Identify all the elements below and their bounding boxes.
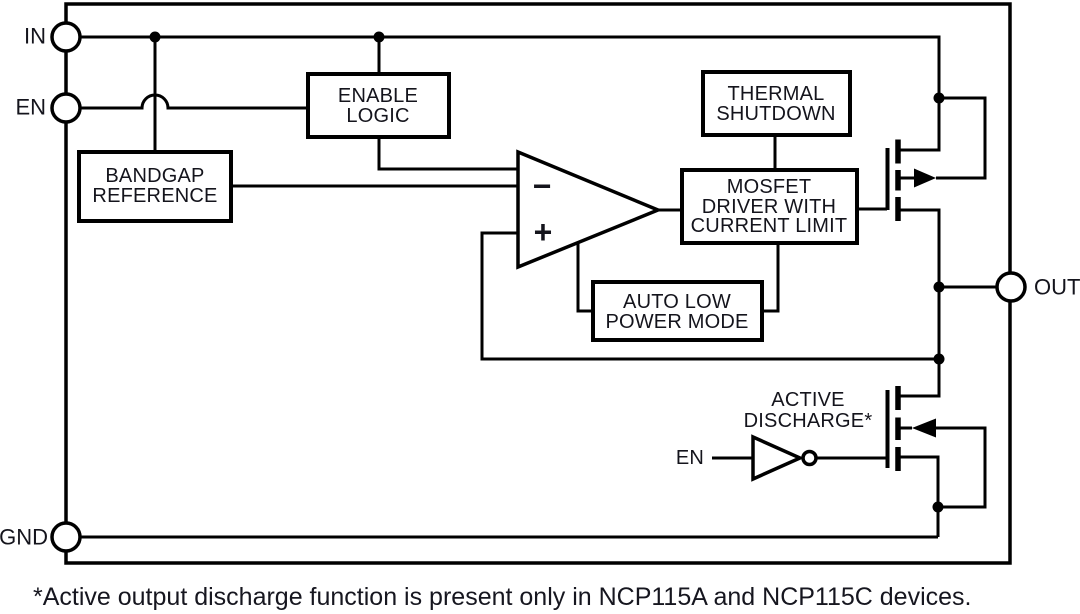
auto-low-power-label-1: AUTO LOW	[623, 291, 731, 313]
en-inverter-bubble	[801, 449, 818, 467]
junction-dot	[933, 353, 945, 365]
thermal-label-2: SHUTDOWN	[716, 103, 835, 125]
wire-out-node	[898, 208, 941, 398]
en-inverter-triangle	[751, 434, 805, 482]
footnote-text: *Active output discharge function is pre…	[33, 583, 972, 611]
discharge-en-label: EN	[676, 447, 704, 469]
junction-dots	[149, 31, 945, 513]
pin-gnd-circle	[50, 521, 82, 553]
bandgap-label-2: REFERENCE	[92, 185, 217, 207]
block-mosfet-driver: MOSFET DRIVER WITH CURRENT LIMIT	[680, 168, 859, 245]
thermal-shutdown-box	[701, 70, 852, 137]
block-thermal-shutdown: THERMAL SHUTDOWN	[701, 70, 852, 137]
pin-gnd-label: GND	[0, 525, 48, 550]
block-enable-logic: ENABLE LOGIC	[306, 72, 451, 139]
auto-low-power-box	[591, 280, 764, 342]
block-bandgap-reference: BANDGAP REFERENCE	[77, 150, 233, 223]
pass-mosfet-body-arrow	[914, 168, 936, 188]
pin-en-label: EN	[15, 95, 46, 120]
junction-dot	[933, 92, 945, 104]
mosfet-driver-label-2: DRIVER WITH	[702, 196, 836, 218]
wire-alpm-to-amp	[576, 242, 593, 313]
pins: IN EN GND OUT	[0, 21, 1080, 553]
active-discharge-label-2: DISCHARGE*	[744, 410, 873, 432]
wires	[80, 35, 997, 539]
junction-dot	[933, 281, 945, 293]
active-discharge-circuit: ACTIVE DISCHARGE* EN	[676, 386, 936, 482]
mosfet-driver-box	[680, 168, 859, 245]
pin-out-circle	[995, 271, 1027, 303]
wire-en-to-enable-logic	[80, 93, 308, 110]
auto-low-power-label-2: POWER MODE	[605, 311, 748, 333]
pin-in-circle	[50, 21, 82, 53]
error-amplifier: − +	[516, 149, 663, 270]
ic-boundary-box	[64, 2, 1012, 565]
mosfet-driver-label-1: MOSFET	[727, 176, 812, 198]
junction-dot	[932, 501, 944, 513]
mosfet-driver-label-3: CURRENT LIMIT	[691, 215, 848, 237]
bandgap-box	[77, 150, 233, 223]
wire-enable-to-amp	[377, 137, 518, 171]
junction-dot	[373, 31, 385, 43]
pin-in-label: IN	[24, 24, 46, 49]
discharge-mosfet-body-arrow	[912, 418, 936, 438]
wire-alpm-to-driver	[762, 243, 780, 313]
block-auto-low-power: AUTO LOW POWER MODE	[591, 280, 764, 342]
noninverting-input-sign: +	[534, 214, 553, 250]
active-discharge-label-1: ACTIVE	[771, 389, 844, 411]
bandgap-label-1: BANDGAP	[105, 165, 204, 187]
pin-out-label: OUT	[1034, 275, 1080, 300]
pass-mosfet	[885, 139, 936, 221]
junction-dot	[149, 31, 161, 43]
pin-en-circle	[50, 92, 82, 124]
inverting-input-sign: −	[533, 168, 552, 204]
wire-pass-body-loop	[936, 96, 987, 180]
enable-logic-label-1: ENABLE	[338, 85, 418, 107]
thermal-label-1: THERMAL	[728, 83, 825, 105]
wire-feedback	[480, 231, 939, 361]
wire-discharge-body-loop	[936, 426, 987, 509]
enable-logic-box	[306, 72, 451, 139]
enable-logic-label-2: LOGIC	[346, 105, 409, 127]
error-amplifier-triangle	[516, 149, 663, 270]
